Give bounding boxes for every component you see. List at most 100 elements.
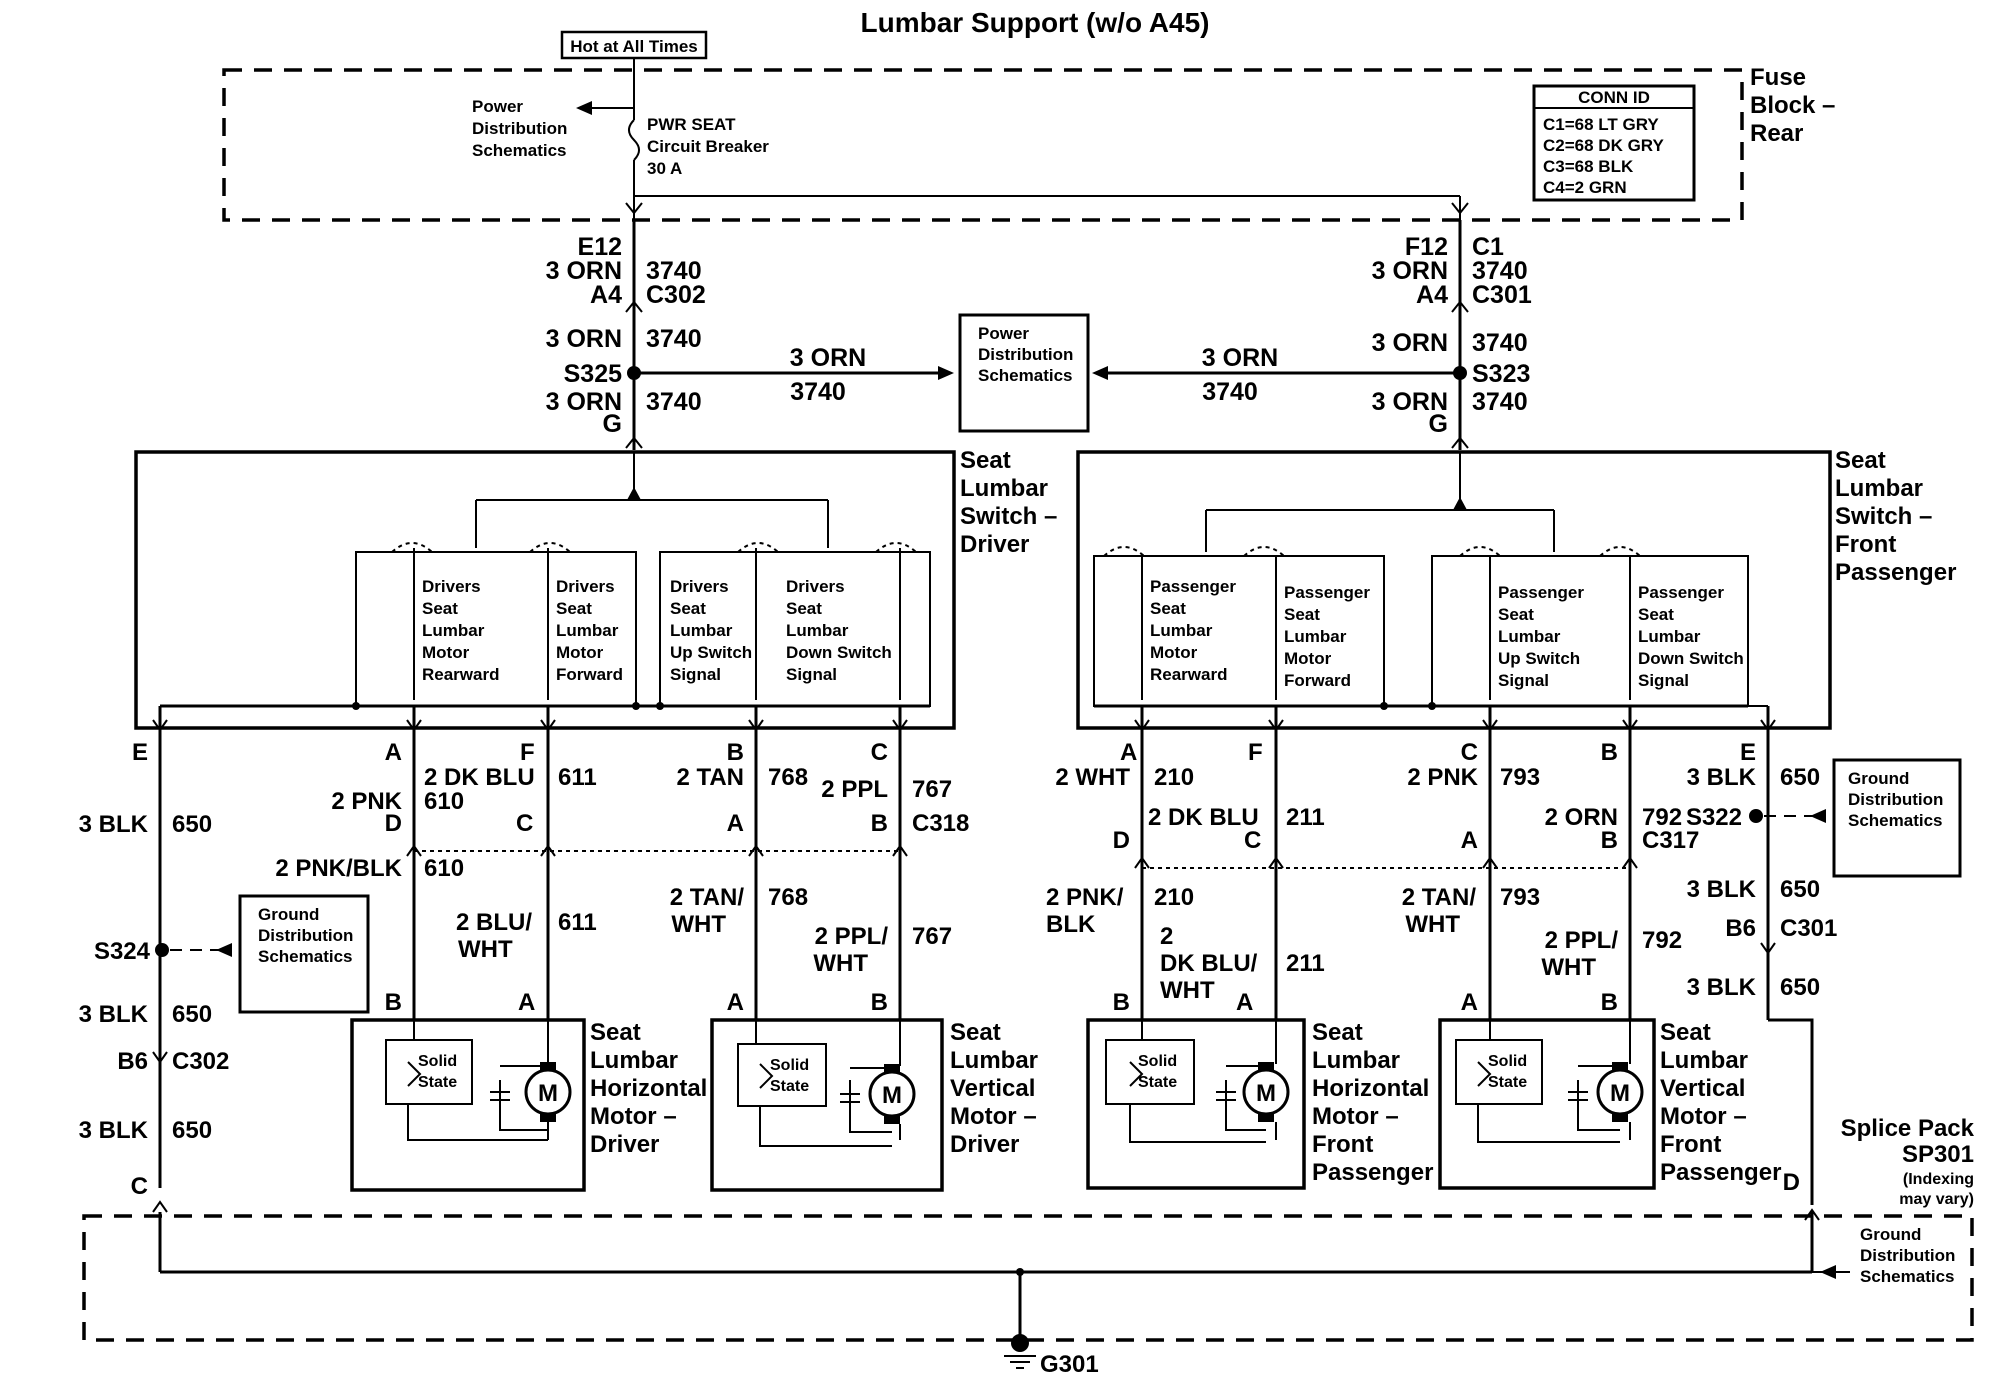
connector-icon <box>152 1200 168 1213</box>
pin-f: F <box>1248 739 1263 766</box>
wire-3-blk: 3 BLK <box>79 1117 149 1144</box>
motor-name-line: Motor – <box>950 1103 1037 1130</box>
solid-state-label: Solid <box>1488 1053 1527 1070</box>
pin-f12: F12 <box>1405 233 1448 261</box>
solid-state-label: Solid <box>1138 1053 1177 1070</box>
label-line: Lumbar <box>556 621 619 640</box>
motor-internal-wires <box>1129 1065 1266 1143</box>
motor-vertical-passenger: Solid State M Seat Lumbar Vertical Motor… <box>1438 1018 1781 1190</box>
node <box>632 702 640 710</box>
splice-s325: S325 <box>564 360 622 388</box>
solid-state-box <box>385 1039 473 1105</box>
switch-contact-icon <box>875 542 917 553</box>
connector-icon <box>1622 856 1638 869</box>
driver-switch-line-4: Driver <box>960 531 1029 558</box>
ground-symbol-icon <box>1004 1355 1036 1369</box>
splice-s322-dot <box>1749 809 1763 823</box>
fuse-block-label: Fuse Block – Rear <box>1750 64 1835 147</box>
arrow-left-icon <box>1820 1265 1836 1279</box>
label-line: Seat <box>1150 599 1186 618</box>
connector-c318: C318 <box>912 810 969 837</box>
pin-a: A <box>727 810 744 837</box>
ground-ref-line: Ground <box>1860 1225 1921 1244</box>
motor-name-line: Horizontal <box>590 1075 707 1102</box>
wire-2-pnk-blk: 2 PNK/ <box>1046 884 1124 911</box>
circuit-210: 210 <box>1154 884 1194 911</box>
connector-icon <box>892 719 908 732</box>
motor-name-line: Passenger <box>1660 1159 1781 1186</box>
connector-icon <box>1482 719 1498 732</box>
label-line: Passenger <box>1638 583 1724 602</box>
motor-internal-wires <box>1477 1065 1620 1143</box>
splice-pack-line: may vary) <box>1899 1191 1974 1208</box>
splice-s324-dot <box>155 943 169 957</box>
wire-2-ppl-wht: 2 PPL/ <box>815 923 889 950</box>
label-line: Lumbar <box>786 621 849 640</box>
wire-2-tan-wht: WHT <box>671 911 726 938</box>
label-line: Drivers <box>670 577 729 596</box>
label-line: Seat <box>670 599 706 618</box>
circuit-650: 650 <box>172 1117 212 1144</box>
wire-3-orn: 3 ORN <box>1202 344 1278 372</box>
label-line: Lumbar <box>1284 627 1347 646</box>
connector-icon <box>540 844 556 857</box>
label-line: Seat <box>786 599 822 618</box>
motor-internal-wires <box>755 1020 901 1140</box>
connector-icon <box>1134 856 1150 869</box>
label-line: Up Switch <box>670 643 752 662</box>
circuit-3740: 3740 <box>790 378 846 406</box>
connector-icon <box>1622 719 1638 732</box>
motor-letter: M <box>1256 1080 1276 1107</box>
motor-box <box>1438 1018 1656 1190</box>
conn-id-header: CONN ID <box>1578 88 1650 107</box>
arrow-left-icon <box>216 943 232 957</box>
circuit-3740: 3740 <box>646 388 702 416</box>
ground-box-line: Schematics <box>258 947 353 966</box>
pin-g: G <box>1429 410 1448 438</box>
label-line: Passenger <box>1284 583 1370 602</box>
label-line: Seat <box>556 599 592 618</box>
connector-c1: C1 <box>1472 233 1504 261</box>
connector-icon <box>152 719 168 732</box>
hot-at-all-times-label: Hot at All Times <box>570 37 698 56</box>
circuit-792: 792 <box>1642 804 1682 831</box>
wire-3-orn: 3 ORN <box>546 388 622 416</box>
circuit-3740: 3740 <box>646 257 702 285</box>
pass-switch-line-3: Switch – <box>1835 503 1932 530</box>
wire-3-blk: 3 BLK <box>79 811 149 838</box>
breaker-line-1: PWR SEAT <box>647 115 736 134</box>
pin-e: E <box>132 739 148 766</box>
label-line: Up Switch <box>1498 649 1580 668</box>
pin-a: A <box>1461 827 1478 854</box>
power-distribution-left-ref: Power Distribution Schematics <box>472 97 567 160</box>
motor-internal-wires <box>759 1067 892 1147</box>
circuit-793: 793 <box>1500 884 1540 911</box>
motor-letter: M <box>538 1080 558 1107</box>
motor-name-line: Front <box>1660 1131 1721 1158</box>
driver-switch-line-1: Seat <box>960 447 1011 474</box>
label-line: Seat <box>1498 605 1534 624</box>
pin-a: A <box>1461 989 1478 1016</box>
diagram-title: Lumbar Support (w/o A45) <box>861 7 1210 38</box>
motor-name-line: Lumbar <box>1660 1047 1748 1074</box>
wire-dk-blu-wht: DK BLU/ <box>1160 950 1258 977</box>
connector-c302: C302 <box>172 1048 229 1075</box>
node <box>1380 702 1388 710</box>
pass-switch-subbox-2 <box>1431 555 1749 707</box>
motor-letter: M <box>1610 1080 1630 1107</box>
motor-name-line: Lumbar <box>1312 1047 1400 1074</box>
connector-icon <box>1134 719 1150 732</box>
connector-icon <box>892 844 908 857</box>
motor-internal-wires <box>407 1065 548 1141</box>
motor-name-line: Seat <box>1660 1019 1711 1046</box>
circuit-792: 792 <box>1642 927 1682 954</box>
pin-g: G <box>603 410 622 438</box>
wire-3-orn: 3 ORN <box>1372 257 1448 285</box>
fuse-block-rear-outline <box>222 68 1744 222</box>
fuse-block-line-1: Fuse <box>1750 64 1806 91</box>
wire-3-blk: 3 BLK <box>79 1001 149 1028</box>
circuit-650: 650 <box>1780 764 1820 791</box>
pin-b: B <box>871 810 888 837</box>
breaker-line-2: Circuit Breaker <box>647 137 769 156</box>
label-line: Drivers <box>786 577 845 596</box>
